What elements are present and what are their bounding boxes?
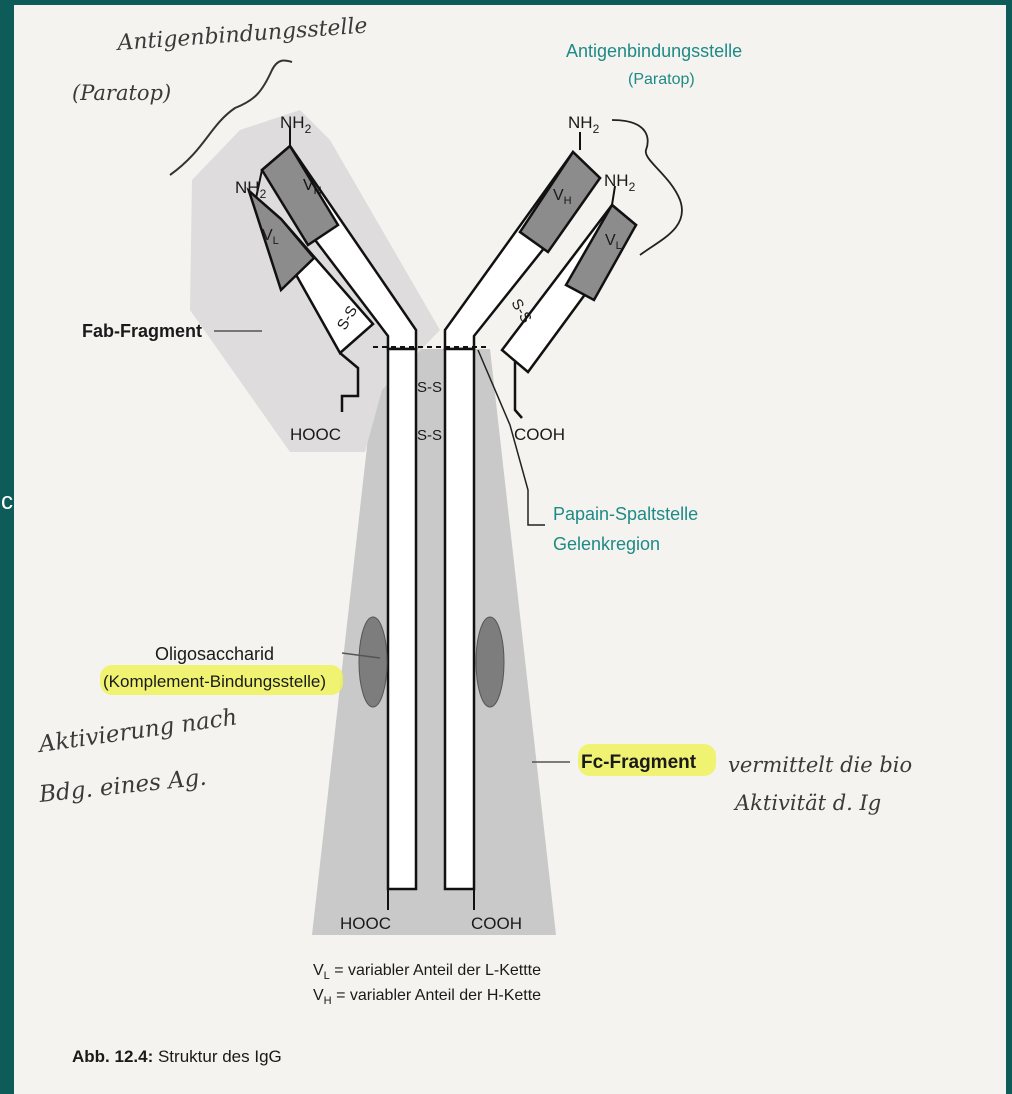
cooh-label: COOH — [514, 425, 565, 444]
handwritten-antigen-site: Antigenbindungsstelle — [115, 14, 369, 57]
cooh-label: COOH — [471, 914, 522, 933]
nh2-label: NH2 — [568, 113, 600, 136]
antigen-binding-site-label: Antigenbindungsstelle — [566, 41, 742, 61]
hinge-disulfide-label: S-S — [417, 427, 442, 444]
fc-right-heavy-chain — [445, 349, 474, 889]
hinge-region-label: Gelenkregion — [553, 534, 660, 554]
oligosaccharide-label: Oligosaccharid — [155, 644, 274, 664]
paratop-label: (Paratop) — [628, 71, 695, 88]
nh2-label: NH2 — [604, 171, 636, 194]
legend-vh: VH = variabler Anteil der H-Kette — [313, 987, 541, 1007]
figure-caption: Abb. 12.4: Struktur des IgG — [72, 1047, 282, 1066]
hooc-label: HOOC — [340, 914, 391, 933]
fab-fragment-label: Fab-Fragment — [82, 321, 202, 341]
handwritten-activation-note: Aktivierung nach — [35, 704, 239, 758]
oligosaccharide-left — [359, 617, 387, 707]
complement-site-label: (Komplement-Bindungsstelle) — [103, 672, 326, 691]
hooc-label: HOOC — [290, 425, 341, 444]
hinge-disulfide-label: S-S — [417, 379, 442, 396]
handwritten-paratop: (Paratop) — [72, 81, 171, 105]
handwritten-activation-note: Bdg. eines Ag. — [37, 765, 208, 809]
handwritten-fc-note: Aktivität d. Ig — [733, 791, 881, 815]
oligosaccharide-right — [476, 617, 504, 707]
legend-vl: VL = variabler Anteil der L-Kettte — [313, 962, 541, 982]
fc-left-heavy-chain — [388, 349, 416, 889]
fc-fragment-label: Fc-Fragment — [581, 752, 697, 773]
handwritten-fc-note: vermittelt die bio — [728, 753, 912, 777]
papain-site-label: Papain-Spaltstelle — [553, 504, 698, 524]
